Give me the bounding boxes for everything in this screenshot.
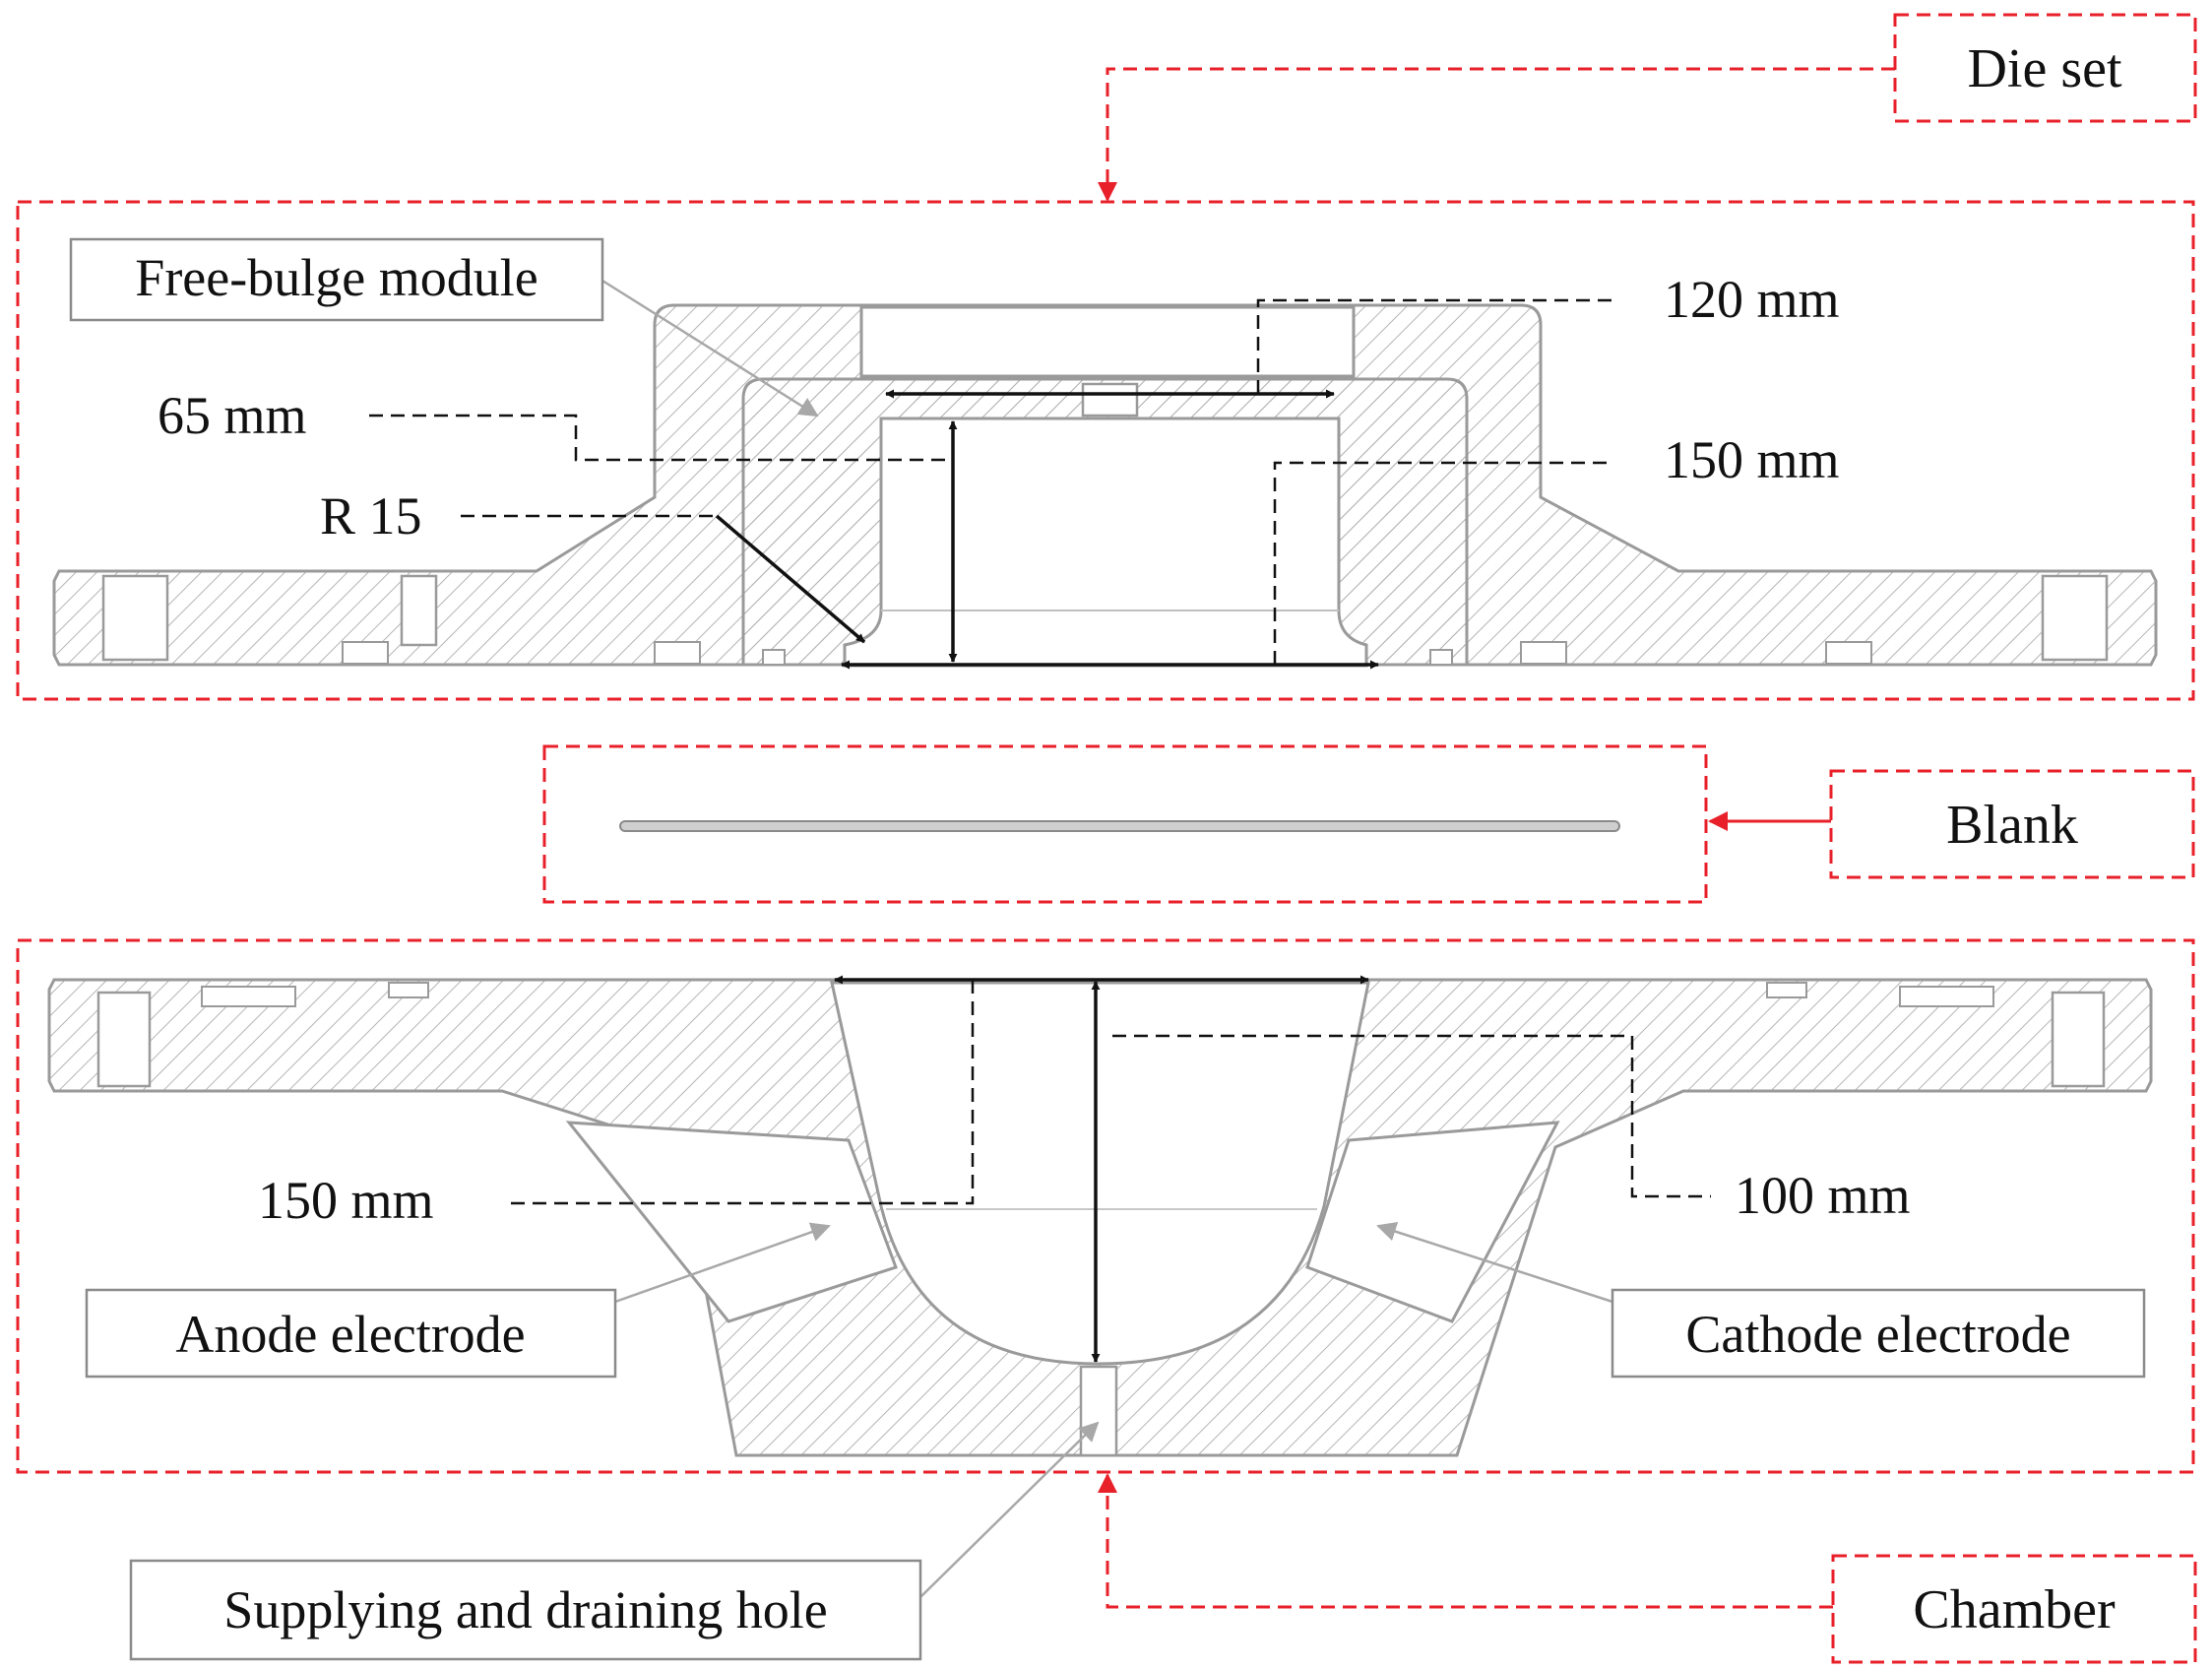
free-bulge-label: Free-bulge module	[135, 248, 537, 307]
supplying-hole-label: Supplying and draining hole	[223, 1580, 827, 1639]
die-set-group: Free-bulge module 120 mm 150 mm 65 mm R …	[16, 200, 2195, 701]
supplying-hole	[1079, 1365, 1118, 1457]
free-bulge-leader	[601, 279, 819, 418]
dim-65-leader	[369, 414, 945, 462]
bolt-hole-left	[101, 574, 169, 662]
die-cavity	[843, 417, 1368, 668]
chamber-cavity	[830, 981, 1370, 1366]
chamber-frame	[16, 938, 2195, 1474]
dim-120-label: 120 mm	[1664, 270, 1840, 329]
dim-100-label: 100 mm	[1735, 1166, 1911, 1225]
dim-65-label: 65 mm	[158, 386, 307, 445]
chamber-group: 150 mm 100 mm Anode electrode Cathode el…	[16, 938, 2195, 1474]
cathode-label-box	[1611, 1288, 2146, 1379]
blank-label-box	[1829, 769, 2195, 879]
chamber-callout: Chamber	[1098, 1473, 2197, 1664]
die-set-callout: Die set	[1098, 13, 2197, 202]
supplying-hole-label-box	[129, 1559, 922, 1661]
pin	[400, 574, 438, 647]
chamber-hole-right	[2051, 991, 2106, 1088]
blank-group: Blank	[542, 744, 2195, 904]
anode-electrode	[565, 1121, 898, 1323]
die-set-pointer	[1098, 67, 1895, 202]
die-set-label: Die set	[1967, 38, 2122, 99]
blank-frame	[542, 744, 1708, 904]
anode-leader	[614, 1222, 831, 1304]
vent-slot	[1081, 382, 1139, 418]
supplying-hole-callout: Supplying and draining hole	[129, 1421, 1100, 1661]
anode-label: Anode electrode	[175, 1305, 525, 1364]
r15-arrow	[715, 514, 866, 644]
dim-150-chamber-label: 150 mm	[258, 1171, 434, 1230]
blank-sheet	[619, 820, 1620, 832]
chamber-pointer	[1098, 1473, 1833, 1609]
anode-label-box	[85, 1288, 617, 1379]
free-bulge-label-box	[69, 237, 604, 322]
cathode-leader	[1376, 1222, 1613, 1304]
supplying-hole-leader	[919, 1421, 1100, 1598]
dim-100-leader	[1112, 1034, 1711, 1198]
upper-pocket	[859, 305, 1356, 378]
cathode-electrode	[1305, 1121, 1560, 1323]
die-set-frame	[16, 200, 2195, 701]
dim-150-die-leader	[1273, 461, 1614, 665]
dim-150-chamber-leader	[510, 980, 975, 1205]
dim-150-die-label: 150 mm	[1664, 430, 1840, 489]
dim-120-leader	[1256, 298, 1614, 394]
chamber-hole-left	[96, 991, 152, 1088]
chamber-label-box	[1831, 1554, 2197, 1664]
bolt-hole-right	[2041, 574, 2109, 662]
r15-label: R 15	[320, 486, 422, 546]
cathode-label: Cathode electrode	[1685, 1305, 2070, 1364]
blank-label: Blank	[1946, 795, 2078, 856]
chamber-label: Chamber	[1913, 1579, 2116, 1640]
